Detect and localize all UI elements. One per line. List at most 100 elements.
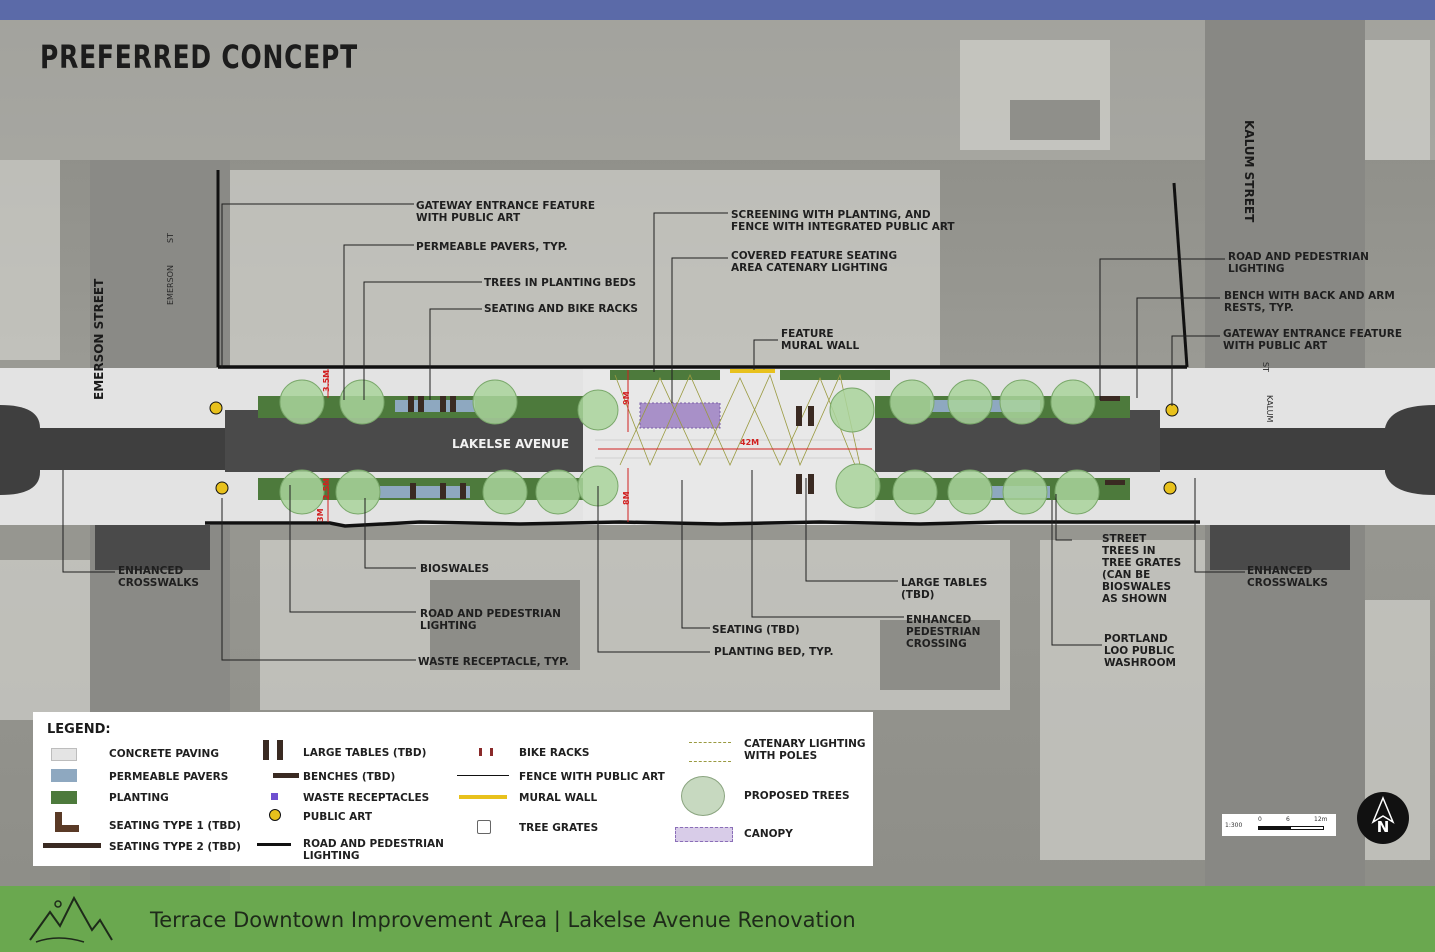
dimension-8m: 8M (622, 491, 631, 505)
callout-gateway-left: GATEWAY ENTRANCE FEATURE WITH PUBLIC ART (416, 200, 596, 224)
legend-road-ped-lighting: ROAD AND PEDESTRIAN LIGHTING (303, 838, 444, 862)
callout-bioswales: BIOSWALES (420, 563, 490, 575)
west-crosswalk-curb (0, 405, 40, 495)
scale-six: 6 (1286, 816, 1290, 823)
swatch-canopy (675, 827, 733, 842)
east-crosswalk-curb (1385, 405, 1435, 495)
swatch-mural-wall (459, 795, 507, 799)
proposed-trees (279, 379, 1100, 515)
emerson-street-label: EMERSON STREET (92, 278, 106, 400)
swatch-benches (273, 773, 299, 778)
callout-bench-back: BENCH WITH BACK AND ARM RESTS, TYP. (1224, 290, 1395, 314)
swatch-large-tables (263, 740, 283, 760)
scale-bar: 1:300 0 6 12m (1222, 814, 1336, 836)
legend-tree-grates: TREE GRATES (519, 822, 599, 834)
swatch-public-art (269, 809, 281, 821)
callout-gateway-right: GATEWAY ENTRANCE FEATURE WITH PUBLIC ART (1223, 328, 1403, 352)
callout-road-ped-lighting-right: ROAD AND PEDESTRIAN LIGHTING (1228, 251, 1369, 275)
callout-waste-receptacle: WASTE RECEPTACLE, TYP. (418, 656, 569, 668)
callout-large-tables: LARGE TABLES (TBD) (901, 577, 988, 601)
st-map-text: ST (166, 233, 175, 243)
dimension-25m: 2.5M (322, 477, 331, 500)
callout-seating-tbd: SEATING (TBD) (712, 624, 800, 636)
swatch-tree-grates (477, 820, 491, 834)
callout-road-ped-lighting-left: ROAD AND PEDESTRIAN LIGHTING (420, 608, 561, 632)
footer-title: Terrace Downtown Improvement Area | Lake… (150, 908, 856, 932)
legend-permeable-pavers: PERMEABLE PAVERS (109, 771, 229, 783)
catenary-lighting (614, 373, 861, 467)
callout-screening: SCREENING WITH PLANTING, AND FENCE WITH … (731, 209, 955, 233)
kalum-map-text: KALUM (1265, 395, 1274, 423)
page-title: PREFERRED CONCEPT (40, 38, 358, 76)
top-bar (0, 0, 1435, 20)
plaza-canopy (639, 402, 721, 429)
swatch-seating-type-2 (43, 843, 101, 848)
legend-seating-type-1: SEATING TYPE 1 (TBD) (109, 820, 241, 832)
legend-title: LEGEND: (47, 722, 111, 737)
legend-panel: LEGEND: CONCRETE PAVING PERMEABLE PAVERS… (33, 712, 873, 866)
north-pavers-west (395, 400, 475, 412)
legend-bike-racks: BIKE RACKS (519, 747, 590, 759)
kalum-street-label: KALUM STREET (1242, 120, 1256, 223)
north-screen-planting-east (780, 370, 890, 380)
dimension-lines (327, 369, 872, 522)
swatch-bike-racks (479, 748, 493, 756)
dimension-3m-top: 3M (316, 508, 325, 522)
public-art-markers (209, 401, 1179, 495)
scale-bar-graphic (1258, 826, 1324, 830)
north-screen-planting (610, 370, 720, 380)
dimension-9m: 9M (622, 391, 631, 405)
leader-lines (62, 203, 1245, 661)
callout-seating-bike-racks: SEATING AND BIKE RACKS (484, 303, 638, 315)
east-gateway-line (1172, 182, 1189, 368)
legend-catenary-lighting: CATENARY LIGHTING WITH POLES (744, 738, 866, 762)
swatch-planting (51, 791, 77, 804)
legend-seating-type-2: SEATING TYPE 2 (TBD) (109, 841, 241, 853)
emerson-map-text: EMERSON (166, 265, 175, 305)
callout-covered-seating: COVERED FEATURE SEATING AREA CATENARY LI… (731, 250, 898, 274)
south-bioswale-west (380, 486, 470, 498)
scale-zero: 0 (1258, 816, 1262, 823)
legend-planting: PLANTING (109, 792, 169, 804)
lakelse-avenue-label: LAKELSE AVENUE (452, 437, 570, 451)
callout-portland-loo: PORTLAND LOO PUBLIC WASHROOM (1104, 633, 1176, 669)
north-arrow-letter: N (1376, 818, 1390, 836)
kalum-st-map-text: ST (1261, 362, 1270, 372)
furniture (408, 396, 1125, 499)
legend-concrete-paving: CONCRETE PAVING (109, 748, 219, 760)
callout-enhanced-crosswalks-right: ENHANCED CROSSWALKS (1247, 565, 1328, 589)
mountain-logo-icon (29, 895, 113, 943)
north-arrow-icon: N (1357, 792, 1409, 844)
legend-proposed-trees: PROPOSED TREES (744, 790, 850, 802)
callout-feature-mural: FEATURE MURAL WALL (781, 328, 860, 352)
callout-enhanced-crosswalks-left: ENHANCED CROSSWALKS (118, 565, 199, 589)
swatch-road-ped-lighting (257, 843, 291, 846)
legend-public-art: PUBLIC ART (303, 811, 373, 823)
swatch-permeable-pavers (51, 769, 77, 782)
legend-large-tables: LARGE TABLES (TBD) (303, 747, 427, 759)
feature-mural-wall (730, 369, 775, 373)
legend-fence-public-art: FENCE WITH PUBLIC ART (519, 771, 665, 783)
swatch-catenary-lighting (689, 742, 731, 762)
swatch-fence (457, 775, 509, 776)
callout-enhanced-ped-crossing: ENHANCED PEDESTRIAN CROSSING (906, 614, 981, 650)
footer-bar: Terrace Downtown Improvement Area | Lake… (0, 886, 1435, 952)
callout-permeable-pavers: PERMEABLE PAVERS, TYP. (416, 241, 568, 253)
south-property-line (205, 520, 1200, 528)
dimension-42m: 42M (740, 438, 760, 447)
scale-ratio: 1:300 (1225, 822, 1243, 829)
swatch-seating-type-1 (55, 812, 79, 832)
callout-street-trees: STREET TREES IN TREE GRATES (CAN BE BIOS… (1102, 533, 1182, 605)
callout-planting-bed: PLANTING BED, TYP. (714, 646, 834, 658)
swatch-concrete-paving (51, 748, 77, 761)
legend-benches: BENCHES (TBD) (303, 771, 396, 783)
callout-trees-planting-beds: TREES IN PLANTING BEDS (484, 277, 637, 289)
legend-mural-wall: MURAL WALL (519, 792, 598, 804)
swatch-proposed-trees (681, 776, 725, 816)
swatch-waste-receptacles (271, 793, 278, 800)
scale-twelve: 12m (1314, 816, 1328, 823)
dimension-35m: 3.5M (322, 369, 331, 392)
legend-waste-receptacles: WASTE RECEPTACLES (303, 792, 430, 804)
legend-canopy: CANOPY (744, 828, 793, 840)
